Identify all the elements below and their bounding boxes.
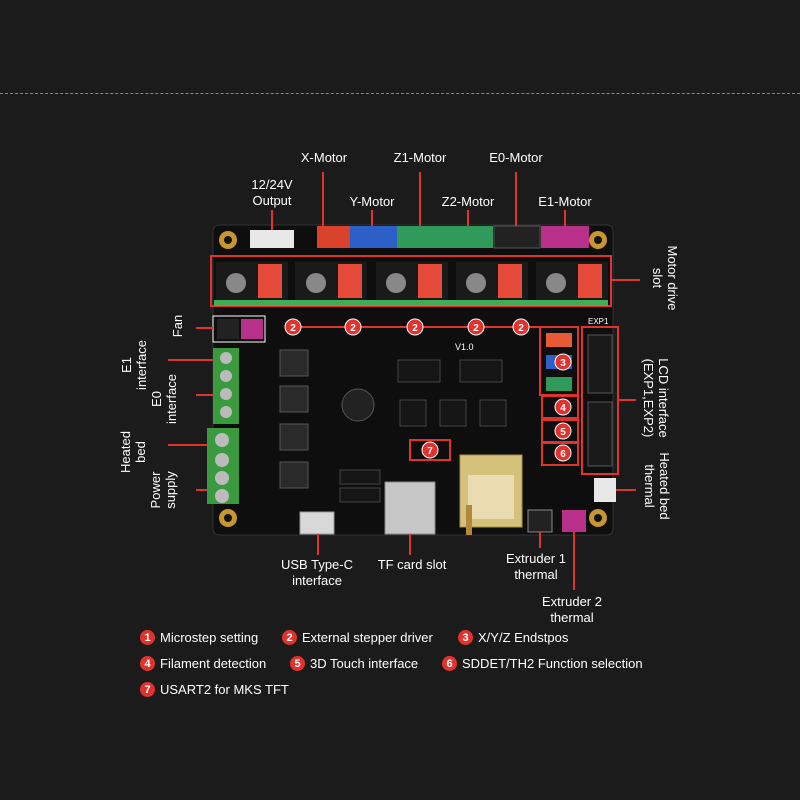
legend-number: 1 <box>140 630 155 645</box>
badge-4: 4 <box>554 398 572 416</box>
terminal-blocks-left <box>207 348 239 504</box>
label-extruder2: Extruder 2 thermal <box>542 594 602 625</box>
legend-text: External stepper driver <box>302 630 433 645</box>
svg-text:3: 3 <box>560 358 566 369</box>
legend-number: 3 <box>458 630 473 645</box>
label-e1-motor: E1-Motor <box>538 194 592 209</box>
sddet-frame <box>541 442 579 466</box>
extruder2-thermal-connector <box>562 510 586 532</box>
z1-motor-connector <box>397 226 447 248</box>
e1-motor-connector <box>541 226 589 248</box>
pin-strip <box>214 300 608 306</box>
label-power-supply: Power supply <box>148 471 178 509</box>
badge-2: 2 <box>512 318 530 336</box>
label-fan: Fan <box>170 314 185 338</box>
antenna <box>466 505 472 535</box>
legend-number: 4 <box>140 656 155 671</box>
badge-2: 2 <box>406 318 424 336</box>
label-e0-interface: E0 interface <box>149 374 179 424</box>
label-z1-motor: Z1-Motor <box>393 150 447 165</box>
svg-text:2: 2 <box>290 323 296 334</box>
badge-7: 7 <box>421 441 439 459</box>
legend-item-2: 2 External stepper driver <box>282 630 433 645</box>
badge-2: 2 <box>467 318 485 336</box>
svg-text:2: 2 <box>518 323 524 334</box>
legend-number: 6 <box>442 656 457 671</box>
badge-2: 2 <box>284 318 302 336</box>
svg-text:7: 7 <box>427 446 433 457</box>
badge-6: 6 <box>554 444 572 462</box>
svg-text:5: 5 <box>560 427 566 438</box>
label-heated-bed-thermal: Heated bed thermal <box>642 452 672 520</box>
z2-motor-connector <box>445 226 493 248</box>
output-connector <box>250 230 294 248</box>
legend-item-4: 4 Filament detection <box>140 656 266 671</box>
svg-text:6: 6 <box>560 449 566 460</box>
legend-text: SDDET/TH2 Function selection <box>462 656 643 671</box>
svg-text:4: 4 <box>560 403 566 414</box>
label-extruder1: Extruder 1 thermal <box>506 551 566 582</box>
legend-text: USART2 for MKS TFT <box>160 682 289 697</box>
mosfets <box>279 349 309 489</box>
label-tf: TF card slot <box>377 557 447 572</box>
legend-text: 3D Touch interface <box>310 656 419 671</box>
legend-text: X/Y/Z Endstpos <box>478 630 569 645</box>
label-x-motor: X-Motor <box>300 150 348 165</box>
silk-exp1: EXP1 <box>588 317 609 326</box>
label-output: 12/24V Output <box>251 177 293 208</box>
badge-3: 3 <box>554 353 572 371</box>
label-e0-motor: E0-Motor <box>489 150 543 165</box>
legend-item-3: 3 X/Y/Z Endstpos <box>458 630 568 645</box>
legend-number: 7 <box>140 682 155 697</box>
label-z2-motor: Z2-Motor <box>441 194 495 209</box>
extruder1-thermal-connector <box>527 509 553 533</box>
divider-line <box>0 93 800 94</box>
legend-item-5: 5 3D Touch interface <box>290 656 418 671</box>
chips <box>339 359 507 503</box>
legend-item-7: 7 USART2 for MKS TFT <box>140 682 289 697</box>
tf-slot <box>384 481 436 535</box>
label-usb: USB Type-C interface <box>280 557 353 588</box>
board-badges: 2 2 2 2 2 3 4 5 6 7 <box>284 318 572 462</box>
label-heated-bed: Heated bed <box>118 431 148 473</box>
dip-switches <box>258 264 602 298</box>
legend-text: Microstep setting <box>160 630 259 645</box>
bed-thermal-connector <box>594 478 616 502</box>
label-e1-interface: E1 interface <box>119 340 149 390</box>
usb-c-port <box>299 511 335 535</box>
legend-item-6: 6 SDDET/TH2 Function selection <box>442 656 643 671</box>
svg-text:2: 2 <box>473 323 479 334</box>
usart2-frame <box>409 439 451 461</box>
legend-number: 2 <box>282 630 297 645</box>
legend-text: Filament detection <box>160 656 267 671</box>
badge-5: 5 <box>554 422 572 440</box>
legend-item-1: 1 Microstep setting <box>140 630 258 645</box>
svg-text:2: 2 <box>350 323 356 334</box>
filament-frame <box>541 395 579 419</box>
badge-2: 2 <box>344 318 362 336</box>
label-lcd-interface: LCD interface (EXP1,EXP2) <box>641 358 671 438</box>
label-motor-drive-slot: Motor drive slot <box>650 245 680 311</box>
capacitors <box>226 273 566 293</box>
silk-version: V1.0 <box>455 342 474 352</box>
inductor <box>341 388 375 422</box>
e0-motor-connector <box>493 225 541 249</box>
legend-number: 5 <box>290 656 305 671</box>
y-motor-connector <box>350 226 398 248</box>
label-y-motor: Y-Motor <box>349 194 395 209</box>
svg-text:2: 2 <box>412 323 418 334</box>
